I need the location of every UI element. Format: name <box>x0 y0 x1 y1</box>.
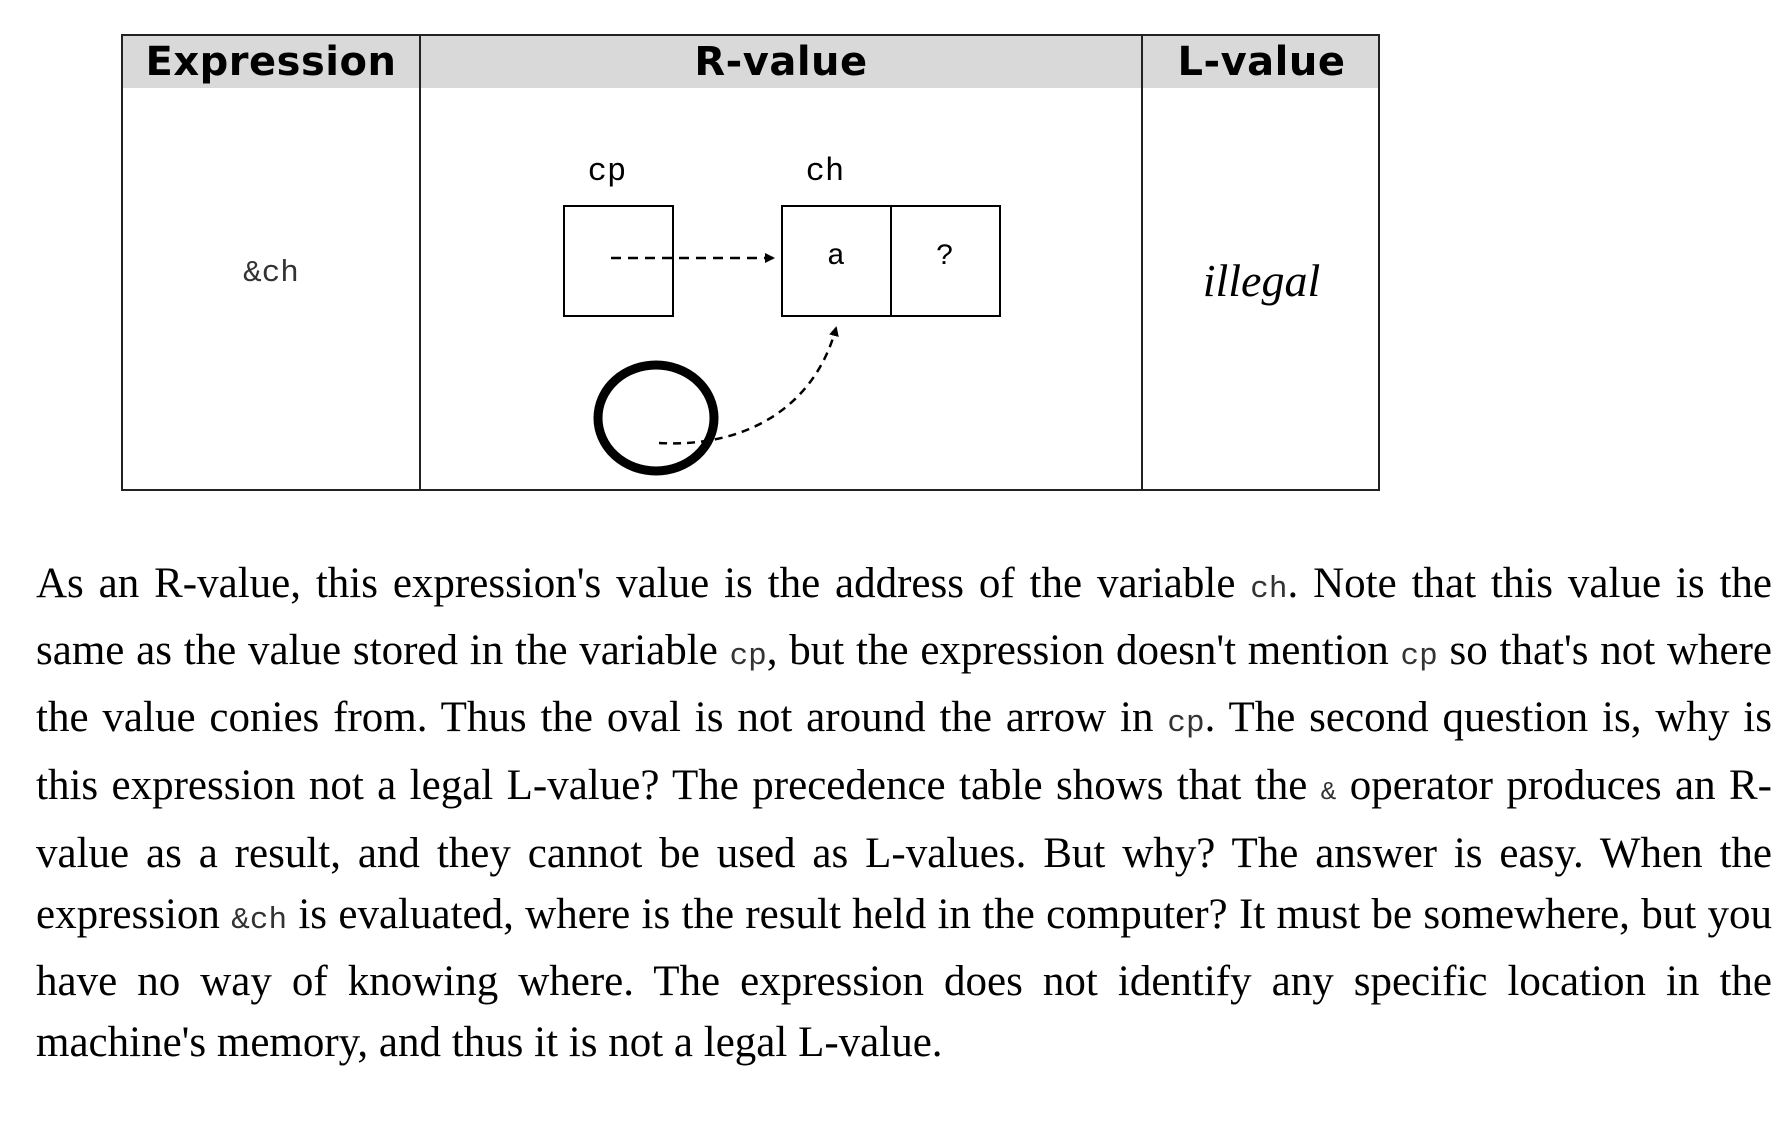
column-divider <box>419 36 421 489</box>
cell-q-value: ? <box>936 240 954 274</box>
expression-cell: &ch <box>243 256 299 291</box>
table-header-band <box>123 36 1378 88</box>
code-address-of-ch: &ch <box>231 903 288 939</box>
text-run: . Note that this value is the same as th… <box>36 560 1772 675</box>
header-lvalue: L-value <box>1177 39 1346 85</box>
cp-label: cp <box>588 153 626 190</box>
ch-label: ch <box>806 153 844 190</box>
ch-box-q <box>890 205 1001 317</box>
result-oval <box>593 360 719 476</box>
code-cp: cp <box>1400 639 1438 675</box>
text-run: . The second question is, why is this ex… <box>36 694 1772 809</box>
lvalue-cell: illegal <box>1202 255 1321 306</box>
text-run: is evaluated, where is the result held i… <box>36 891 1773 1067</box>
header-expression: Expression <box>145 39 397 85</box>
expression-table: Expression R-value L-value &ch cp ch a ?… <box>121 34 1380 491</box>
code-ch: ch <box>1250 572 1288 607</box>
code-ampersand: & <box>1320 776 1337 807</box>
text-run: operator produces an R-value as a result… <box>36 761 1772 939</box>
header-rvalue: R-value <box>694 39 868 85</box>
code-cp: cp <box>729 639 767 675</box>
code-cp: cp <box>1167 706 1205 742</box>
rvalue-diagram: cp ch a ? <box>563 153 1001 476</box>
cell-a-value: a <box>827 240 845 274</box>
explanation-paragraph: As an R-value, this expression's value i… <box>36 553 1772 1074</box>
cp-box <box>563 205 674 317</box>
text-run: , but the expression doesn't mention <box>766 627 1401 675</box>
address-arrow <box>658 326 839 445</box>
column-divider <box>1141 36 1143 489</box>
text-run: so that's not where the value conies fro… <box>36 627 1773 742</box>
text-run: As an R-value, this expression's value i… <box>36 560 1251 607</box>
